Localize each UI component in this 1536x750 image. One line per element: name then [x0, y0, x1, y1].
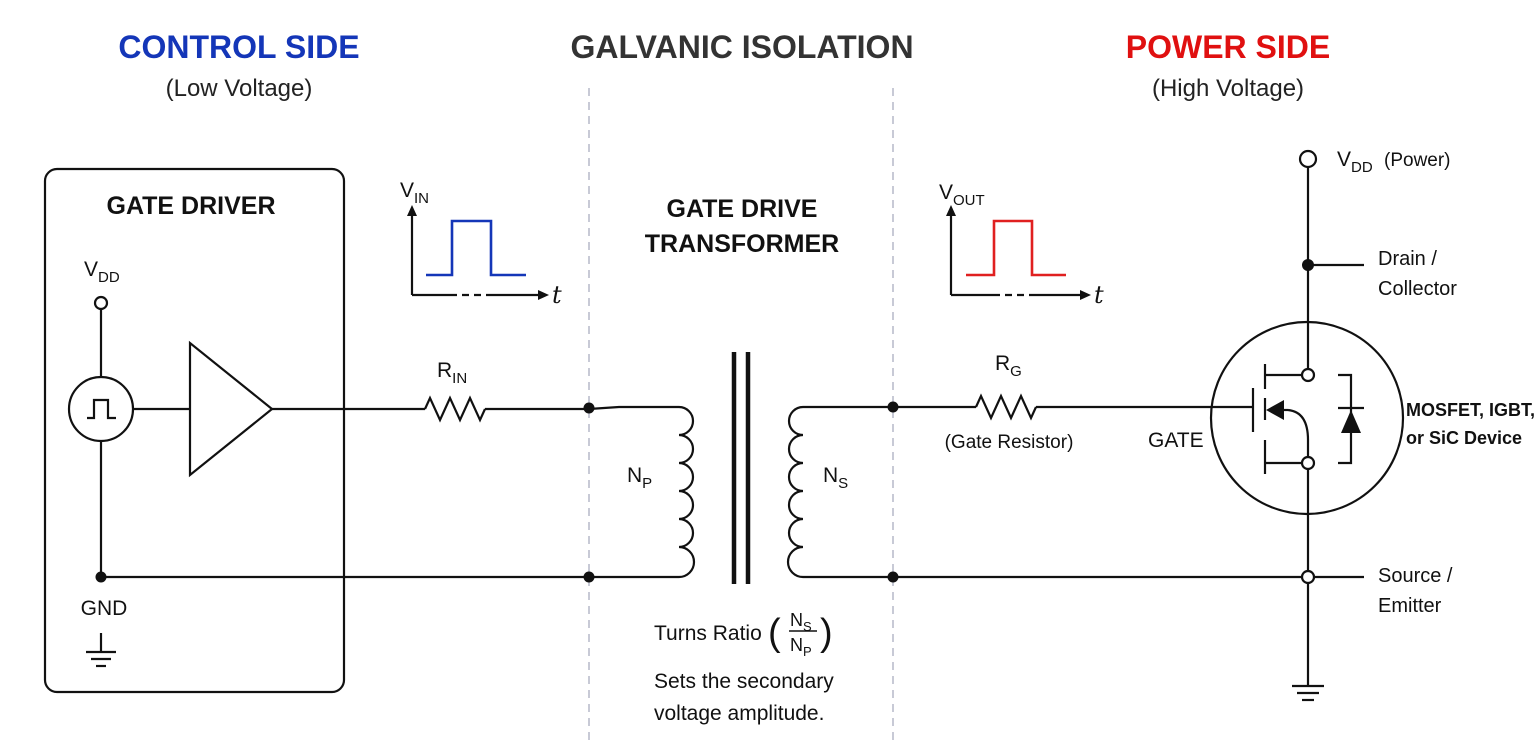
secondary-bottom-node [887, 571, 899, 583]
device-label-line1: MOSFET, IGBT, [1406, 400, 1535, 420]
drain-label-line2: Collector [1378, 278, 1457, 300]
power-vdd-note: (Power) [1384, 150, 1451, 171]
vout-waveform: VOUT t [939, 181, 1104, 309]
driver-vdd-label: VDD [84, 258, 120, 286]
turns-ratio-note-line2: voltage amplitude. [654, 702, 824, 725]
control-side-title: CONTROL SIDE [118, 29, 359, 65]
drain-label-line1: Drain / [1378, 248, 1437, 270]
primary-bottom-node [583, 571, 595, 583]
gate-driver-box [43, 167, 346, 694]
np-label: NP [627, 464, 652, 492]
vout-label: VOUT [939, 181, 985, 209]
source-label-line1: Source / [1378, 565, 1453, 587]
primary-winding [678, 405, 696, 579]
ratio-denominator: NP [790, 635, 812, 659]
turns-ratio-label: Turns Ratio [654, 622, 762, 645]
vout-time-label: t [1094, 281, 1104, 309]
turns-ratio-note-line1: Sets the secondary [654, 670, 834, 693]
source-label-line2: Emitter [1378, 595, 1442, 617]
driver-gnd-label: GND [81, 597, 128, 620]
vin-waveform: VIN t [400, 179, 562, 309]
vin-label: VIN [400, 179, 429, 207]
secondary-winding [786, 405, 804, 579]
primary-top-node [583, 402, 595, 414]
secondary-top-node [887, 401, 899, 413]
power-vdd-terminal [1298, 149, 1318, 169]
driver-gnd-node [95, 571, 107, 583]
gate-driver-title: GATE DRIVER [107, 192, 276, 220]
transformer-title-line2: TRANSFORMER [645, 230, 839, 258]
power-vdd-label: VDD [1337, 148, 1373, 176]
ratio-close-paren: ) [820, 612, 833, 654]
primary-top-wire [485, 405, 679, 411]
rg-label: RG [995, 352, 1022, 380]
rin-resistor [423, 395, 487, 423]
buffer-amplifier-icon [188, 340, 274, 478]
ns-label: NS [823, 464, 848, 492]
rg-resistor [974, 393, 1038, 421]
ground-icon [86, 633, 116, 668]
ratio-open-paren: ( [768, 612, 781, 654]
ratio-numerator: NS [790, 610, 812, 634]
power-side-title: POWER SIDE [1126, 29, 1330, 65]
source-node [1300, 569, 1316, 585]
rg-note: (Gate Resistor) [945, 432, 1074, 453]
driver-vdd-terminal [93, 295, 109, 311]
device-label-line2: or SiC Device [1406, 428, 1522, 448]
body-diode-icon [1338, 373, 1364, 465]
vin-time-label: t [552, 281, 562, 309]
power-side-subtitle: (High Voltage) [1152, 75, 1304, 102]
gate-label: GATE [1148, 429, 1204, 452]
rin-label: RIN [437, 359, 467, 387]
power-ground-icon [1292, 684, 1324, 702]
isolation-title: GALVANIC ISOLATION [570, 29, 913, 65]
pulse-source-icon [67, 375, 135, 443]
control-side-subtitle: (Low Voltage) [166, 75, 313, 102]
transformer-title-line1: GATE DRIVE [667, 195, 818, 223]
